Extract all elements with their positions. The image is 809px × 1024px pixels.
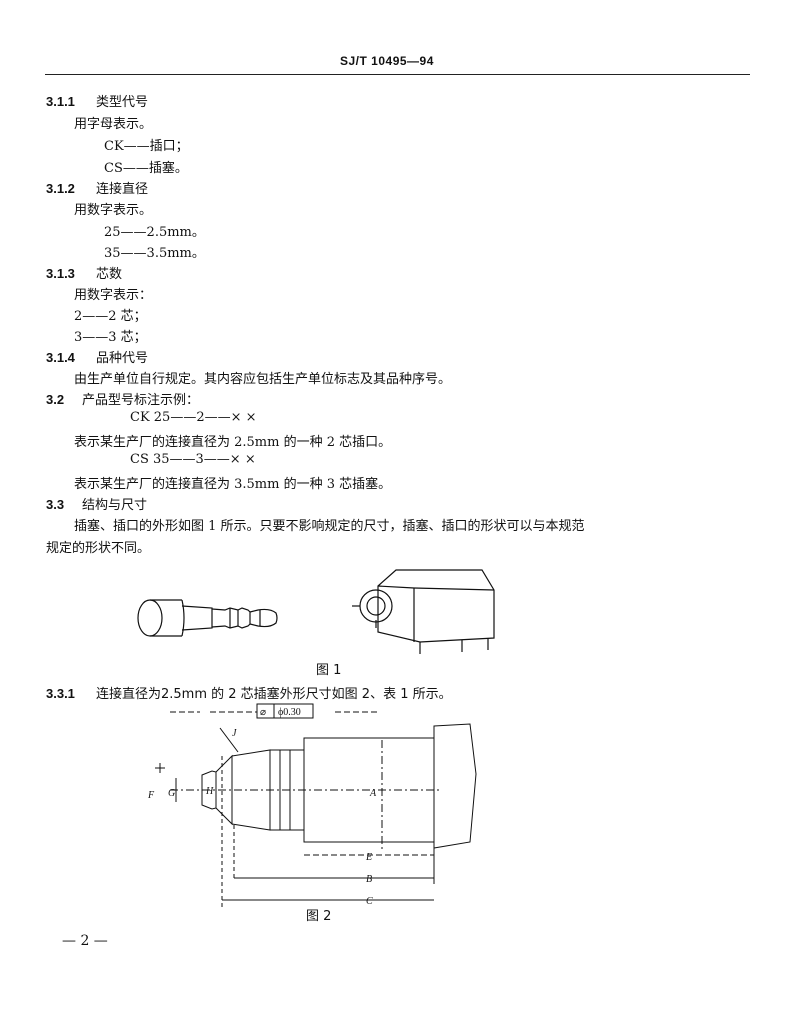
standard-number: SJ/T 10495—94 <box>340 54 434 68</box>
paragraph: 规定的形状不同。 <box>46 541 151 556</box>
page-number: — 2 — <box>62 933 108 949</box>
list-item: 25——2.5mm。 <box>104 225 205 240</box>
section-3-3-heading: 3.3 结构与尺寸 <box>46 494 147 513</box>
list-item: 35——3.5mm。 <box>104 246 205 261</box>
section-text: 连接直径为2.5mm 的 2 芯插塞外形尺寸如图 2、表 1 所示。 <box>96 687 452 702</box>
dim-label-a: A <box>369 788 377 799</box>
figure-1-caption: 图 1 <box>316 663 342 678</box>
section-title: 芯数 <box>96 267 123 282</box>
jack-drawing <box>352 569 495 654</box>
figure-1 <box>137 569 495 654</box>
section-3-2-heading: 3.2 产品型号标注示例： <box>46 389 199 408</box>
example-code: CK 25——2——× × <box>130 410 257 425</box>
list-item: CK——插口； <box>104 139 189 154</box>
section-number: 3.1.3 <box>46 266 75 281</box>
section-number: 3.1.1 <box>46 94 75 109</box>
figure-2: ⌀ ϕ0.30 J F G H A E B C <box>147 703 477 910</box>
section-3-1-4-heading: 3.1.4 品种代号 <box>46 347 148 366</box>
dim-label-h: H <box>205 786 214 797</box>
list-item: 3——3 芯； <box>74 330 147 345</box>
section-title: 连接直径 <box>96 182 149 197</box>
list-item: CS——插塞。 <box>104 161 188 176</box>
dim-label-b: B <box>366 874 372 885</box>
paragraph: 表示某生产厂的连接直径为 2.5mm 的一种 2 芯插口。 <box>74 435 392 450</box>
section-title: 类型代号 <box>96 95 149 110</box>
section-number: 3.2 <box>46 392 65 407</box>
dim-label-f: F <box>147 790 155 801</box>
header-rule <box>45 74 750 75</box>
figure-2-caption: 图 2 <box>306 909 332 924</box>
section-number: 3.1.2 <box>46 181 75 196</box>
section-title: 结构与尺寸 <box>82 498 148 513</box>
paragraph: 用字母表示。 <box>74 117 153 132</box>
list-item: 2——2 芯； <box>74 309 147 324</box>
dim-label-g: G <box>168 788 175 799</box>
tolerance-value: ϕ0.30 <box>278 707 301 718</box>
example-code: CS 35——3——× × <box>130 452 256 467</box>
section-3-3-1-heading: 3.3.1 连接直径为2.5mm 的 2 芯插塞外形尺寸如图 2、表 1 所示。 <box>46 683 452 702</box>
plug-drawing <box>137 599 278 637</box>
section-number: 3.3.1 <box>46 686 75 701</box>
section-3-1-2-heading: 3.1.2 连接直径 <box>46 178 148 197</box>
section-title: 品种代号 <box>96 351 149 366</box>
section-3-1-3-heading: 3.1.3 芯数 <box>46 263 122 282</box>
section-number: 3.1.4 <box>46 350 75 365</box>
section-title: 产品型号标注示例： <box>82 393 200 408</box>
paragraph: 由生产单位自行规定。其内容应包括生产单位标志及其品种序号。 <box>74 372 452 387</box>
paragraph: 用数字表示： <box>74 288 153 303</box>
dim-label-c: C <box>366 896 373 907</box>
tolerance-frame <box>256 703 314 719</box>
tolerance-symbol: ⌀ <box>260 707 266 718</box>
section-3-1-1-heading: 3.1.1 类型代号 <box>46 91 148 110</box>
paragraph: 用数字表示。 <box>74 203 153 218</box>
section-number: 3.3 <box>46 497 65 512</box>
paragraph: 插塞、插口的外形如图 1 所示。只要不影响规定的尺寸，插塞、插口的形状可以与本规… <box>74 519 585 534</box>
dim-label-e: E <box>365 852 372 863</box>
dim-label-j: J <box>232 728 237 739</box>
paragraph: 表示某生产厂的连接直径为 3.5mm 的一种 3 芯插塞。 <box>74 477 392 492</box>
